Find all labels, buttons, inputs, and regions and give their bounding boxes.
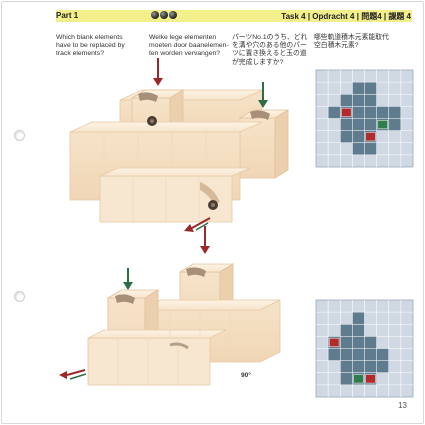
grid-marker [365,374,376,384]
top-block-structure [69,89,290,223]
arrow-red-down-icon [200,226,210,254]
arrow-exit-icon [59,369,87,380]
grid-cell-filled [340,94,353,107]
grid-cell-filled [352,312,365,324]
grid-cell-filled [340,130,353,143]
grid-cell-filled [340,348,353,361]
binder-hole-top [14,130,25,141]
part-label: Part 1 [56,11,79,20]
task-label: Task 4 | Opdracht 4 | 問題4 | 課題 4 [281,12,411,21]
grid-cell-filled [364,106,377,119]
header-bar [56,10,412,22]
grid-cell-filled [352,143,365,155]
grid-cell-filled [340,118,353,131]
grid-cell-filled [389,118,401,131]
grid-cell-filled [352,106,365,119]
marble-icon [160,11,168,19]
grid-cell-filled [340,324,353,337]
grid-cell-filled [328,348,340,361]
arrow-green-down-icon [123,268,133,290]
question-chinese: 哪些軌道積木元素能取代空白積木元素? [314,34,389,50]
grid-cell-filled [389,106,401,119]
question-japanese: パーツNo.1のうち、どれを溝や穴のある他のパーツに置き換えると玉の道が完成しま… [232,34,308,66]
grid-cell-filled [340,360,353,373]
grid-cell-filled [364,348,377,361]
arrow-exit-icon [184,217,211,232]
grid-cell-filled [364,94,377,107]
grid-cell-filled [328,106,340,119]
grid-cell-filled [352,336,365,349]
grid-cell-filled [352,324,365,337]
grid-cell-filled [340,336,353,349]
question-dutch: Welke lege elementen moeten door baanele… [149,34,229,58]
grid-cell-filled [376,360,389,373]
grid-cell-filled [364,360,377,373]
page-number: 13 [398,401,407,410]
grid-cell-filled [340,373,353,385]
binder-hole-bottom [14,291,25,302]
grid-marker [353,374,364,384]
grid-cell-filled [364,82,377,94]
grid-cell-filled [352,118,365,131]
grid-cell-filled [352,82,365,94]
grid-cell-filled [352,130,365,143]
grid-cell-filled [352,360,365,373]
grid-map-top [315,69,414,168]
grid-marker [365,132,376,142]
bottom-block-structure [87,263,281,386]
rotation-label: 90° [241,372,251,379]
grid-cell-filled [364,143,377,155]
question-english: Which blank elements have to be replaced… [56,34,125,58]
grid-map-bottom [315,299,414,398]
difficulty-dots [151,11,177,19]
grid-marker [377,120,388,130]
grid-marker [329,337,340,347]
arrow-green-down-icon [258,82,268,108]
grid-cell-filled [352,94,365,107]
grid-cell-filled [352,348,365,361]
grid-marker [341,107,352,117]
grid-cell-filled [364,336,377,349]
grid-cell-filled [376,348,389,361]
marble-icon [151,11,159,19]
grid-cell-filled [364,118,377,131]
arrow-red-down-icon [153,58,163,86]
marble-icon [169,11,177,19]
grid-cell-filled [376,106,389,119]
